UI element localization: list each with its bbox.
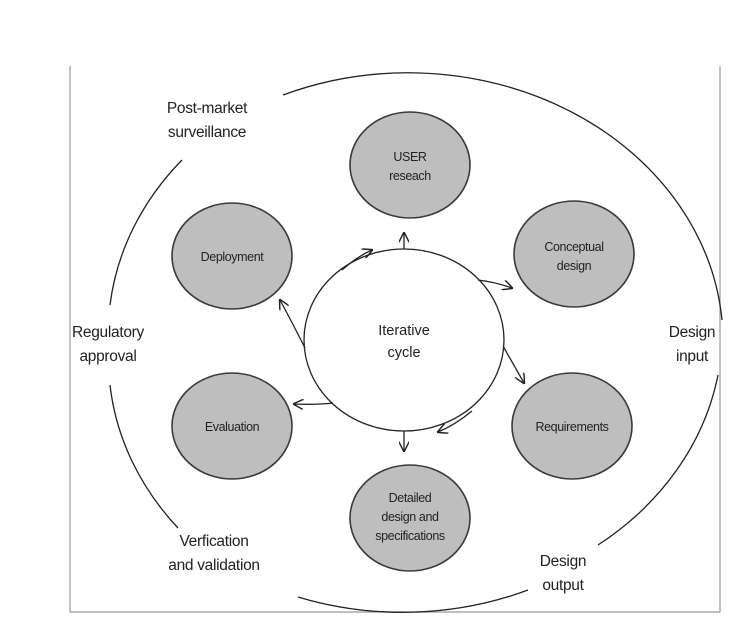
stage-label-line2: reseach xyxy=(389,169,431,183)
phase-post-market-surveillance: Post-market surveillance xyxy=(167,100,249,141)
outer-ring-top-right-arc xyxy=(282,72,723,321)
phase-label-line2: surveillance xyxy=(168,124,246,141)
arrow-cycle-top-left xyxy=(341,250,372,271)
arrow-to-evaluation xyxy=(294,403,334,404)
phase-label-line1: Verfication xyxy=(179,533,248,550)
stage-deployment: Deployment xyxy=(171,202,293,310)
outer-ring xyxy=(109,72,723,613)
iterative-cycle-circle xyxy=(303,248,505,432)
center-label-line1: Iterative xyxy=(378,323,430,339)
stage-label-line2: design xyxy=(557,259,592,273)
phase-label-line2: approval xyxy=(79,348,136,365)
phase-label-line1: Post-market xyxy=(167,100,248,117)
phase-design-input: Design input xyxy=(669,324,716,365)
stage-requirements: Requirements xyxy=(511,372,633,480)
stage-label-line1: Detailed xyxy=(389,491,432,505)
stage-node-shape xyxy=(349,111,471,219)
outer-ring-right-lower-arc xyxy=(597,374,719,546)
stage-evaluation: Evaluation xyxy=(171,372,293,480)
center-label-line2: cycle xyxy=(387,345,420,361)
stage-label-line1: Requirements xyxy=(535,420,608,434)
cycle-arrows xyxy=(280,233,524,451)
stage-node-shape xyxy=(171,202,293,310)
stage-node-shape xyxy=(511,372,633,480)
stage-conceptual-design: Conceptual design xyxy=(513,200,635,308)
stage-label-line1: USER xyxy=(393,150,427,164)
stage-user-research: USER reseach xyxy=(349,111,471,219)
outer-ring-bottom-left-arc xyxy=(109,384,179,529)
phase-label-line1: Regulatory xyxy=(72,324,145,341)
stage-label-line3: specifications xyxy=(375,529,445,543)
stage-node-shape xyxy=(349,464,471,572)
phase-label-line2: output xyxy=(542,577,584,594)
arrow-to-requirements xyxy=(502,345,524,383)
stage-label-line1: Evaluation xyxy=(205,420,260,434)
phase-regulatory-approval: Regulatory approval xyxy=(72,324,145,365)
stage-node-shape xyxy=(171,372,293,480)
phase-design-output: Design output xyxy=(540,553,587,594)
stage-label-line1: Deployment xyxy=(201,250,265,264)
stage-node-shape xyxy=(513,200,635,308)
outer-ring-bottom-arc xyxy=(297,589,529,613)
arrow-to-deployment xyxy=(280,300,306,349)
arrow-to-conceptual-design xyxy=(477,279,512,288)
phase-label-line2: and validation xyxy=(168,557,259,574)
stage-label-line1: Conceptual xyxy=(544,240,603,254)
stage-label-line2: design and xyxy=(381,510,439,524)
center-label: Iterative cycle xyxy=(378,323,430,361)
phase-label-line1: Design xyxy=(540,553,586,570)
phase-verification-validation: Verfication and validation xyxy=(168,533,260,574)
stage-detailed-design: Detailed design and specifications xyxy=(349,464,471,572)
outer-ring-top-left-arc xyxy=(109,159,183,306)
phase-label-line2: input xyxy=(676,348,709,365)
arrow-cycle-bottom-right xyxy=(438,410,473,432)
phase-label-line1: Design xyxy=(669,324,715,341)
